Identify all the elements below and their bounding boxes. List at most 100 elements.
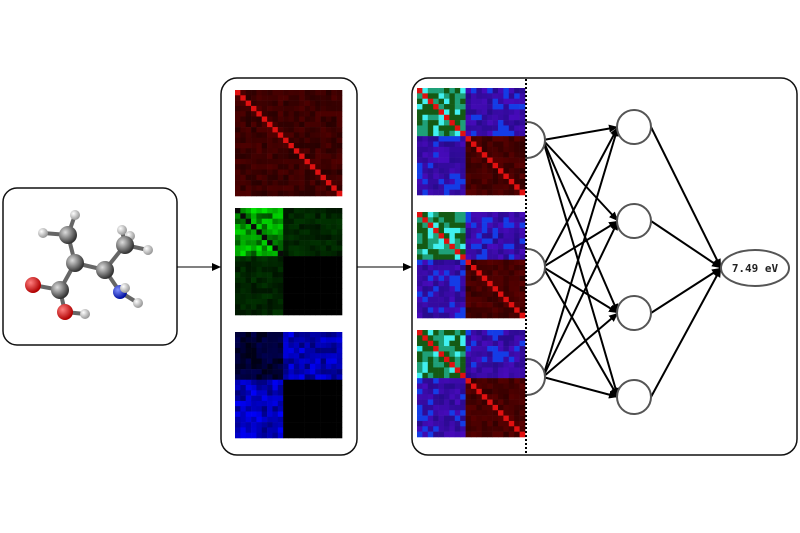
matrix-cell bbox=[293, 190, 300, 197]
matrix-cell bbox=[309, 250, 316, 257]
matrix-cell bbox=[476, 104, 483, 110]
matrix-cell bbox=[331, 90, 337, 96]
matrix-cell bbox=[309, 272, 316, 278]
matrix-cell bbox=[460, 378, 466, 384]
matrix-cell bbox=[315, 406, 321, 412]
matrix-cell bbox=[508, 296, 515, 303]
matrix-cell bbox=[465, 346, 472, 352]
matrix-cell bbox=[256, 427, 263, 433]
matrix-cell bbox=[476, 254, 483, 260]
matrix-cell bbox=[336, 363, 343, 370]
matrix-cell bbox=[508, 178, 515, 185]
matrix-cell bbox=[508, 426, 515, 432]
matrix-cell bbox=[454, 296, 461, 303]
matrix-cell bbox=[514, 330, 520, 336]
matrix-cell bbox=[433, 330, 439, 336]
matrix-cell bbox=[240, 379, 246, 386]
matrix-cell bbox=[251, 395, 257, 402]
matrix-cell bbox=[514, 98, 520, 105]
matrix-cell bbox=[288, 406, 295, 412]
matrix-cell bbox=[498, 136, 504, 142]
matrix-cell bbox=[465, 330, 472, 336]
matrix-cell bbox=[320, 143, 327, 149]
matrix-cell bbox=[514, 114, 520, 121]
matrix-cell bbox=[427, 372, 434, 379]
matrix-cell bbox=[235, 358, 241, 365]
matrix-cell bbox=[325, 132, 332, 138]
matrix-cell bbox=[417, 249, 423, 255]
matrix-cell bbox=[299, 385, 305, 391]
matrix-cell bbox=[449, 383, 456, 390]
matrix-cell bbox=[476, 394, 483, 400]
matrix-cell bbox=[272, 208, 279, 214]
matrix-cell bbox=[325, 390, 332, 396]
matrix-cell bbox=[417, 109, 423, 116]
matrix-cell bbox=[261, 245, 268, 252]
matrix-cell bbox=[417, 265, 423, 271]
matrix-cell bbox=[465, 249, 472, 255]
matrix-cell bbox=[492, 426, 499, 432]
matrix-cell bbox=[460, 168, 466, 174]
matrix-cell bbox=[336, 224, 343, 230]
matrix-cell bbox=[267, 143, 273, 149]
matrix-cell bbox=[498, 280, 504, 287]
matrix-cell bbox=[325, 277, 332, 284]
matrix-cell bbox=[433, 420, 439, 427]
matrix-cell bbox=[235, 250, 241, 257]
matrix-cell bbox=[503, 426, 510, 432]
matrix-cell bbox=[503, 212, 510, 218]
matrix-cell bbox=[454, 222, 461, 229]
matrix-cell bbox=[256, 208, 263, 214]
matrix-cell bbox=[309, 190, 316, 197]
matrix-cell bbox=[283, 309, 289, 316]
matrix-cell bbox=[267, 137, 273, 144]
matrix-cell bbox=[449, 88, 456, 94]
matrix-cell bbox=[240, 190, 246, 197]
matrix-cell bbox=[272, 121, 279, 128]
matrix-cell bbox=[481, 178, 488, 185]
matrix-cell bbox=[315, 224, 321, 230]
matrix-cell bbox=[245, 180, 252, 186]
matrix-cell bbox=[304, 137, 311, 144]
matrix-cell bbox=[267, 164, 273, 170]
matrix-cell bbox=[503, 410, 510, 416]
matrix-cell bbox=[331, 298, 337, 305]
matrix-cell bbox=[320, 385, 327, 391]
matrix-cell bbox=[422, 356, 429, 363]
matrix-cell bbox=[283, 422, 289, 428]
matrix-cell bbox=[481, 120, 488, 126]
matrix-cell bbox=[454, 157, 461, 164]
matrix-cell bbox=[251, 234, 257, 241]
matrix-cell bbox=[498, 254, 504, 260]
matrix-cell bbox=[315, 422, 321, 428]
matrix-cell bbox=[336, 374, 343, 380]
matrix-cell bbox=[427, 394, 434, 400]
matrix-cell bbox=[277, 250, 284, 257]
matrix-cell bbox=[256, 256, 263, 262]
matrix-cell bbox=[438, 259, 445, 266]
matrix-cell bbox=[433, 152, 439, 158]
matrix-cell bbox=[299, 379, 305, 386]
matrix-cell bbox=[465, 378, 472, 384]
matrix-cell bbox=[336, 132, 343, 138]
matrix-cell bbox=[481, 238, 488, 245]
matrix-combined-1 bbox=[417, 88, 526, 196]
matrix-cell bbox=[320, 234, 327, 241]
matrix-cell bbox=[503, 420, 510, 427]
matrix-cell bbox=[492, 157, 499, 164]
matrix-cell bbox=[235, 143, 241, 149]
matrix-cell bbox=[438, 330, 445, 336]
matrix-cell bbox=[304, 432, 311, 439]
matrix-cell bbox=[325, 363, 332, 370]
matrix-cell bbox=[283, 369, 289, 375]
matrix-cell bbox=[240, 240, 246, 246]
matrix-cell bbox=[487, 431, 493, 438]
matrix-cell bbox=[267, 185, 273, 191]
matrix-cell bbox=[460, 312, 466, 319]
matrix-cell bbox=[519, 265, 526, 271]
matrix-cell bbox=[498, 259, 504, 266]
matrix-cell bbox=[492, 88, 499, 94]
matrix-cell bbox=[325, 105, 332, 112]
matrix-cell bbox=[433, 351, 439, 358]
matrix-cell bbox=[309, 213, 316, 219]
